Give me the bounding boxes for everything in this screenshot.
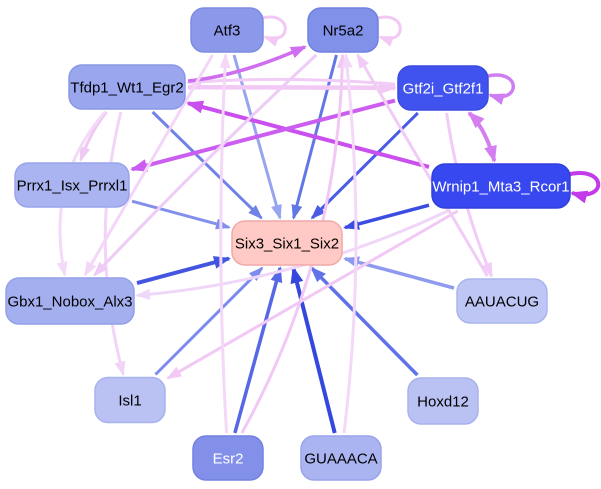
node-label-Prrx1_Isx_Prrxl1: Prrx1_Isx_Prrxl1 xyxy=(17,178,128,195)
edge-Nr5a2-Gbx1_Nobox_Alx3 xyxy=(93,53,318,277)
edge-Tfdp1_Wt1_Egr2-Prrx1_Isx_Prrxl1 xyxy=(79,111,108,162)
edge-Tfdp1_Wt1_Egr2-Isl1 xyxy=(103,111,126,377)
node-label-Gbx1_Nobox_Alx3: Gbx1_Nobox_Alx3 xyxy=(7,294,132,311)
edge-Isl1-Six3_Six1_Six2 xyxy=(154,266,264,376)
edge-Tfdp1_Wt1_Egr2-Six3_Six1_Six2 xyxy=(151,110,263,220)
node-AAUACUG[interactable]: AAUACUG xyxy=(456,278,548,324)
edge-Wrnip1_Mta3_Rcor1-Tfdp1_Wt1_Egr2 xyxy=(186,100,430,169)
edge-AAUACUG-Six3_Six1_Six2 xyxy=(343,256,455,290)
edge-GUAAACA-Six3_Six1_Six2 xyxy=(290,266,337,434)
node-label-AAUACUG: AAUACUG xyxy=(465,294,539,311)
node-label-Isl1: Isl1 xyxy=(118,393,141,410)
edge-Esr2-Atf3 xyxy=(219,53,231,434)
node-Gbx1_Nobox_Alx3[interactable]: Gbx1_Nobox_Alx3 xyxy=(5,277,135,325)
node-Wrnip1_Mta3_Rcor1[interactable]: Wrnip1_Mta3_Rcor1 xyxy=(431,163,571,209)
edge-Gbx1_Nobox_Alx3-Six3_Six1_Six2 xyxy=(136,256,231,286)
node-box-GUAAACA[interactable] xyxy=(300,435,382,481)
edge-Tfdp1_Wt1_Egr2-Gtf2i_Gtf2f1 xyxy=(187,81,397,95)
node-box-Isl1[interactable] xyxy=(94,376,166,424)
node-box-Esr2[interactable] xyxy=(192,435,264,481)
node-Atf3[interactable]: Atf3 xyxy=(190,7,264,53)
self-loop-Nr5a2 xyxy=(373,15,402,47)
node-label-Esr2: Esr2 xyxy=(213,451,244,468)
node-label-Gtf2i_Gtf2f1: Gtf2i_Gtf2f1 xyxy=(403,81,484,98)
node-label-GUAAACA: GUAAACA xyxy=(304,451,377,468)
node-Esr2[interactable]: Esr2 xyxy=(192,435,264,481)
self-loop-Gtf2i_Gtf2f1 xyxy=(483,73,515,105)
edge-Wrnip1_Mta3_Rcor1-Gbx1_Nobox_Alx3 xyxy=(135,209,449,300)
edge-GUAAACA-Nr5a2 xyxy=(341,53,358,434)
node-label-Nr5a2: Nr5a2 xyxy=(323,23,364,40)
edge-Hoxd12-Six3_Six1_Six2 xyxy=(310,266,419,377)
self-loop-Atf3 xyxy=(258,15,287,47)
node-label-Wrnip1_Mta3_Rcor1: Wrnip1_Mta3_Rcor1 xyxy=(432,179,569,196)
node-label-Six3_Six1_Six2: Six3_Six1_Six2 xyxy=(235,236,339,253)
node-box-Nr5a2[interactable] xyxy=(307,7,379,53)
node-Hoxd12[interactable]: Hoxd12 xyxy=(407,377,479,425)
node-Tfdp1_Wt1_Egr2[interactable]: Tfdp1_Wt1_Egr2 xyxy=(68,64,186,110)
self-loop-Wrnip1_Mta3_Rcor1 xyxy=(565,171,601,204)
node-Nr5a2[interactable]: Nr5a2 xyxy=(307,7,379,53)
node-box-Hoxd12[interactable] xyxy=(407,377,479,425)
edge-Esr2-Six3_Six1_Six2 xyxy=(233,266,283,434)
node-box-Gtf2i_Gtf2f1[interactable] xyxy=(397,65,489,111)
node-label-Atf3: Atf3 xyxy=(214,23,241,40)
node-label-Hoxd12: Hoxd12 xyxy=(417,394,469,411)
node-box-AAUACUG[interactable] xyxy=(456,278,548,324)
edge-Wrnip1_Mta3_Rcor1-Isl1 xyxy=(166,209,459,380)
node-box-Six3_Six1_Six2[interactable] xyxy=(231,220,343,266)
node-box-Prrx1_Isx_Prrxl1[interactable] xyxy=(14,162,130,208)
edge-AAUACUG-Nr5a2 xyxy=(356,53,489,277)
edge-Prrx1_Isx_Prrxl1-Six3_Six1_Six2 xyxy=(131,199,231,230)
edge-Gtf2i_Gtf2f1-Prrx1_Isx_Prrxl1 xyxy=(130,98,396,172)
edge-Gtf2i_Gtf2f1-Six3_Six1_Six2 xyxy=(310,111,419,220)
node-box-Wrnip1_Mta3_Rcor1[interactable] xyxy=(431,163,571,209)
node-Isl1[interactable]: Isl1 xyxy=(94,376,166,424)
node-GUAAACA[interactable]: GUAAACA xyxy=(300,435,382,481)
edge-Atf3-Gbx1_Nobox_Alx3 xyxy=(83,54,214,277)
node-box-Tfdp1_Wt1_Egr2[interactable] xyxy=(68,64,186,110)
node-box-Gbx1_Nobox_Alx3[interactable] xyxy=(5,277,135,325)
node-Six3_Six1_Six2[interactable]: Six3_Six1_Six2 xyxy=(231,220,343,266)
edge-layer xyxy=(56,15,601,434)
node-Prrx1_Isx_Prrxl1[interactable]: Prrx1_Isx_Prrxl1 xyxy=(14,162,130,208)
node-label-Tfdp1_Wt1_Egr2: Tfdp1_Wt1_Egr2 xyxy=(70,80,183,97)
node-box-Atf3[interactable] xyxy=(190,7,264,53)
node-Gtf2i_Gtf2f1[interactable]: Gtf2i_Gtf2f1 xyxy=(397,65,489,111)
edge-Gtf2i_Gtf2f1-Wrnip1_Mta3_Rcor1 xyxy=(467,111,497,163)
